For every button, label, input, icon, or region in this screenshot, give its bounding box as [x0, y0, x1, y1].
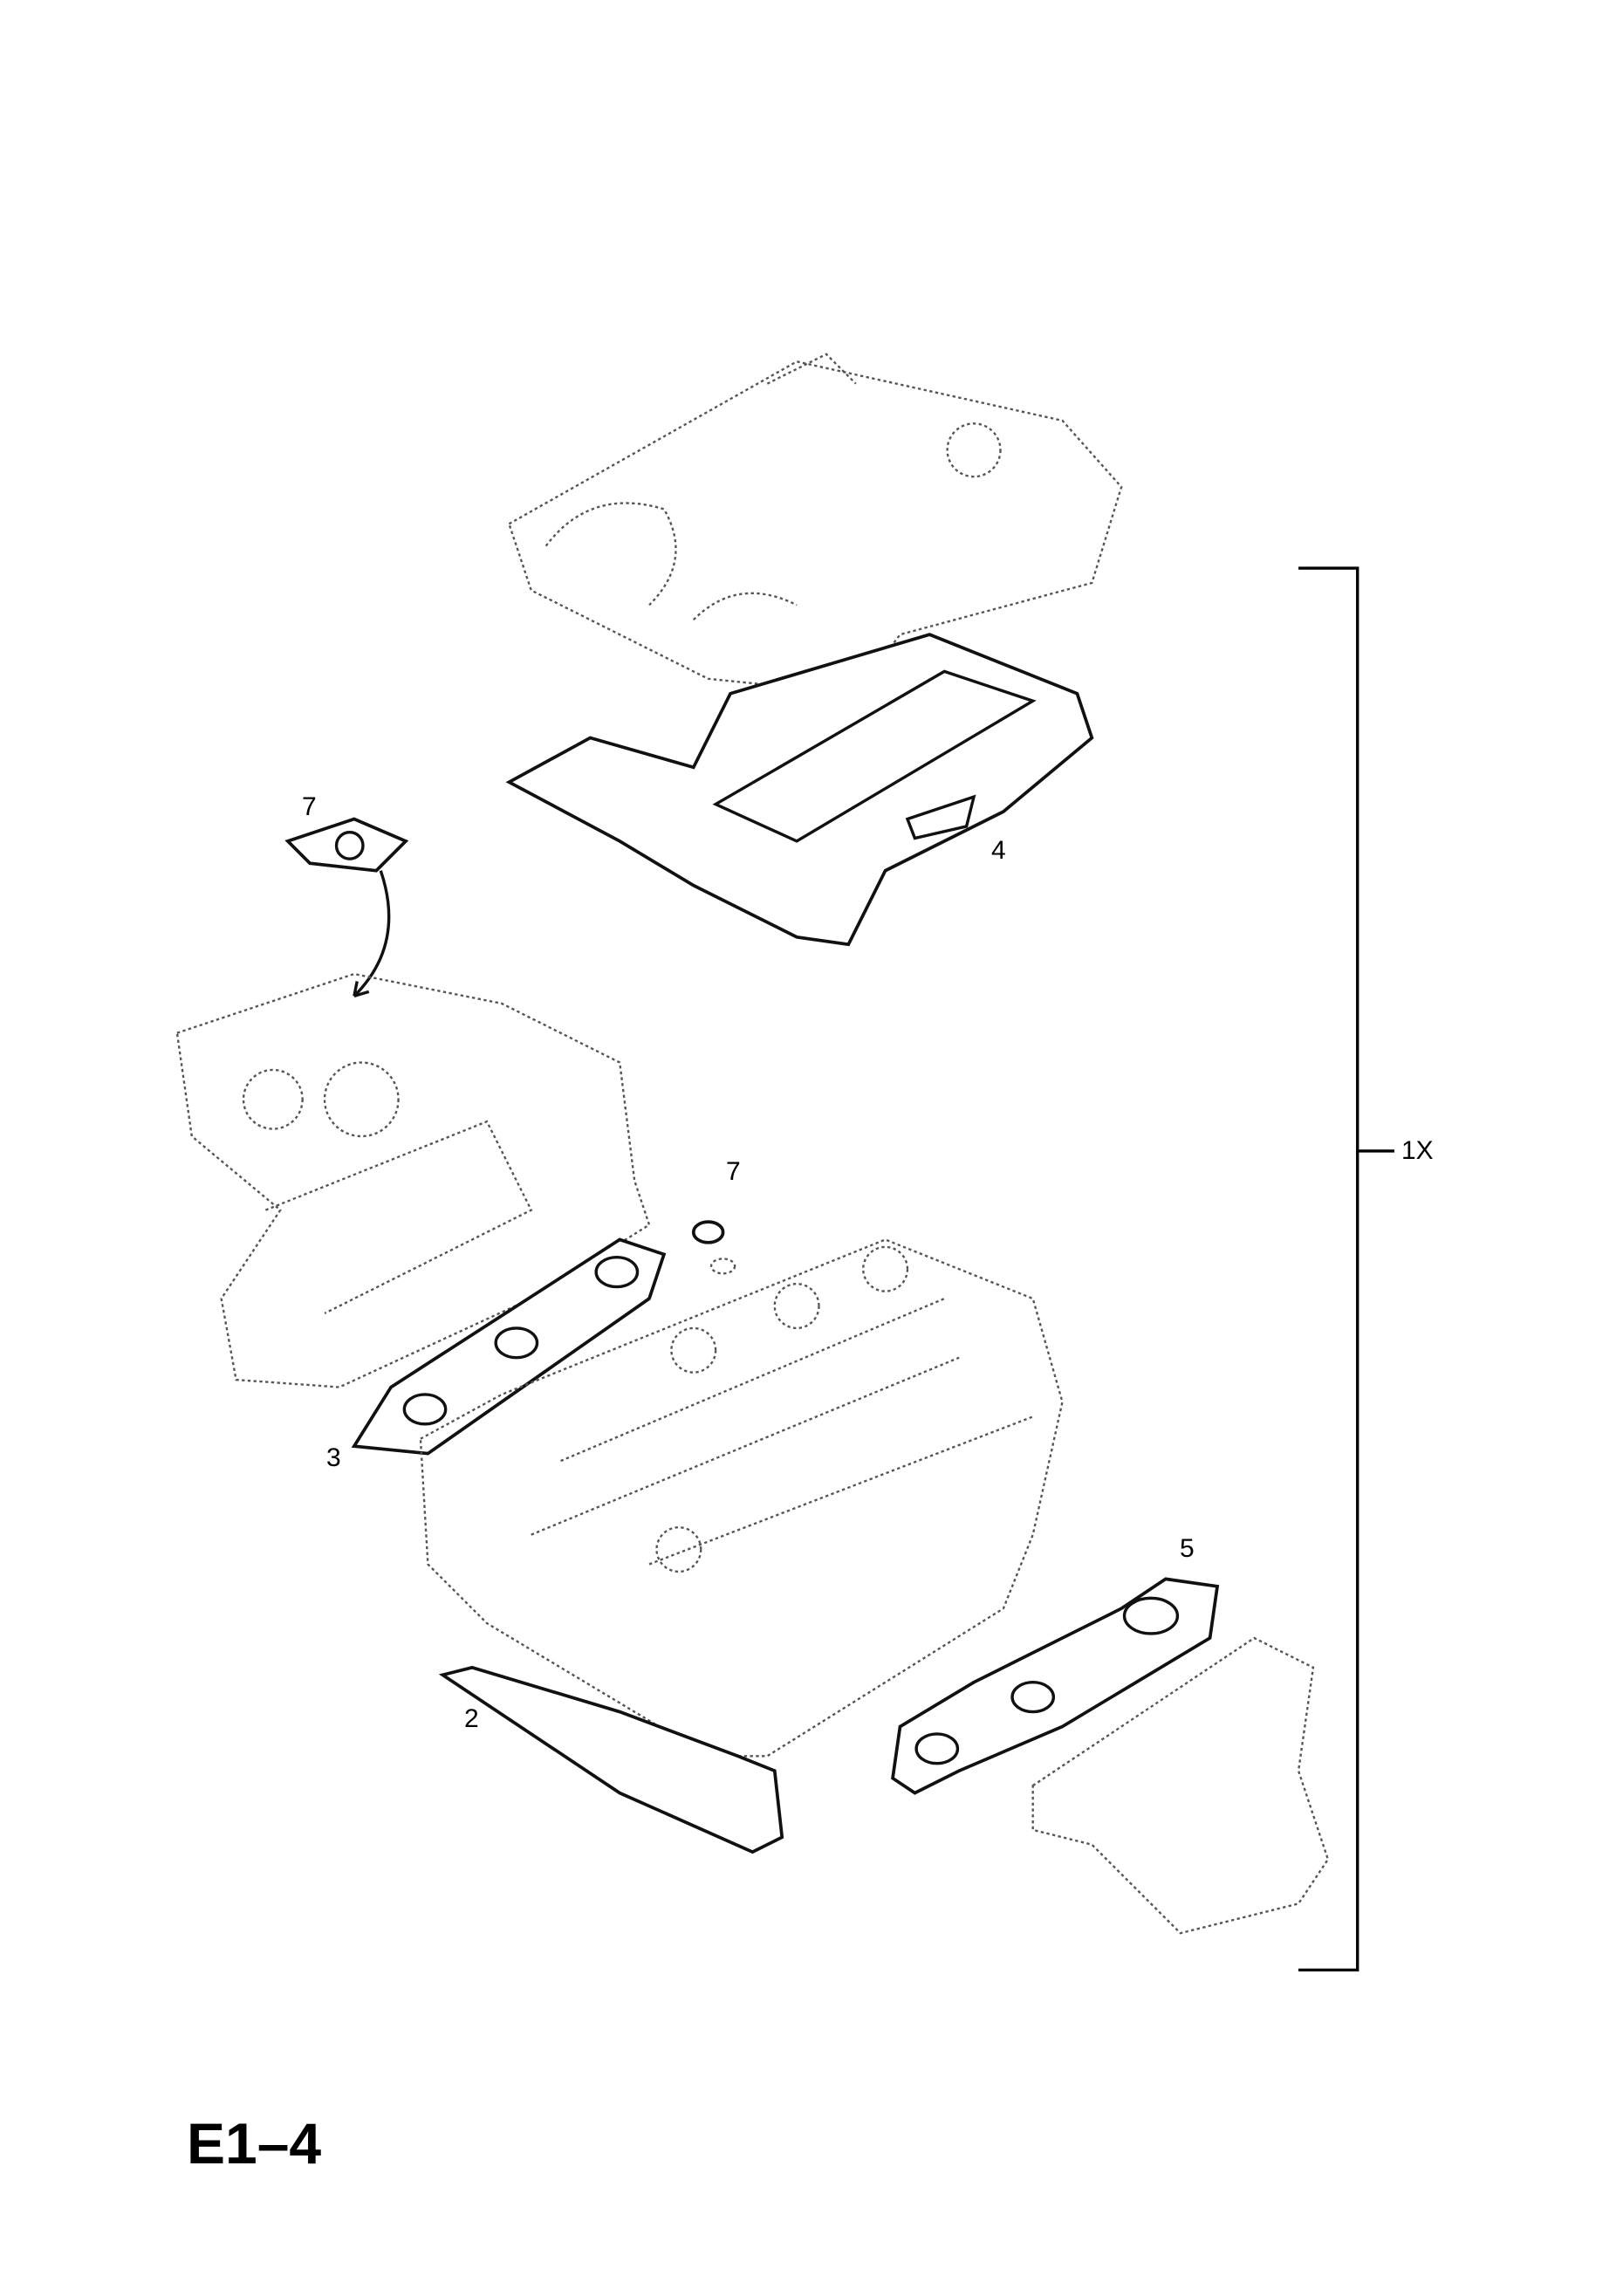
cylinder-head-drawing: [419, 1238, 1064, 1758]
egr-gasket-drawing: [284, 817, 409, 873]
head-gasket-drawing: [438, 1665, 784, 1854]
callout-7: 7: [726, 1157, 741, 1186]
callout-5: 5: [1180, 1534, 1195, 1563]
seal-ring-drawing: [691, 1220, 725, 1244]
arrow-icon: [353, 870, 391, 998]
callout-4: 4: [991, 836, 1006, 865]
page-code: E1–4: [187, 2111, 322, 2176]
exhaust-manifold-drawing: [1031, 1636, 1330, 1935]
intake-manifold-gasket-drawing: [351, 1237, 667, 1456]
valve-cover-drawing: [507, 353, 1123, 696]
callout-3: 3: [326, 1443, 341, 1472]
callout-2: 2: [464, 1704, 479, 1733]
valve-cover-gasket-drawing: [505, 633, 1094, 947]
exhaust-manifold-gasket-drawing: [891, 1577, 1220, 1795]
callout-6: 7: [302, 792, 317, 821]
kit-quantity-label: 1X: [1401, 1136, 1434, 1165]
kit-bracket: [1298, 566, 1394, 1972]
